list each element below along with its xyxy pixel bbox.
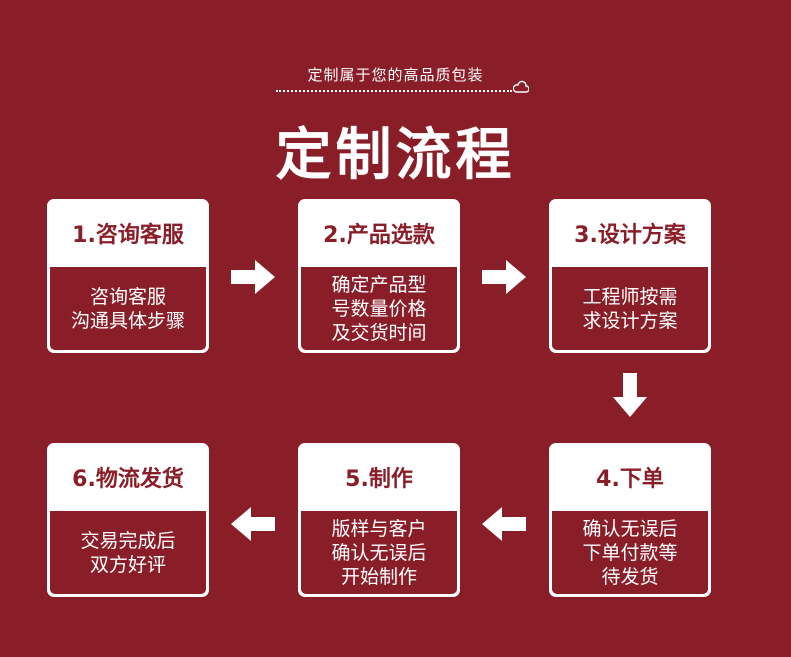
step-description: 工程师按需 求设计方案 [552,267,708,350]
step-line: 确定产品型 [331,273,427,296]
step-card-4: 4.下单 确认无误后 下单付款等 待发货 [549,443,711,597]
arrow-left-icon [231,507,275,541]
step-line: 沟通具体步骤 [70,309,185,332]
step-line: 号数量价格 [331,297,427,320]
step-description: 咨询客服 沟通具体步骤 [50,267,206,350]
arrow-right-icon [231,260,275,294]
step-line: 待发货 [601,565,659,588]
step-title: 3.设计方案 [574,223,686,248]
step-line: 确认无误后 [582,517,678,540]
step-line: 咨询客服 [89,285,166,308]
cloud-icon [513,80,529,93]
step-card-6: 6.物流发货 交易完成后 双方好评 [47,443,209,597]
step-title: 4.下单 [596,467,664,492]
step-card-1: 1.咨询客服 咨询客服 沟通具体步骤 [47,199,209,353]
arrow-left-icon [482,507,526,541]
step-title: 1.咨询客服 [72,223,184,248]
step-description: 版样与客户 确认无误后 开始制作 [301,511,457,594]
step-line: 及交货时间 [331,321,427,344]
step-card-2: 2.产品选款 确定产品型 号数量价格 及交货时间 [298,199,460,353]
step-card-3: 3.设计方案 工程师按需 求设计方案 [549,199,711,353]
step-description: 确认无误后 下单付款等 待发货 [552,511,708,594]
step-line: 工程师按需 [582,285,678,308]
step-description: 交易完成后 双方好评 [50,511,206,594]
step-description: 确定产品型 号数量价格 及交货时间 [301,267,457,350]
step-title: 2.产品选款 [323,223,435,248]
subtitle: 定制属于您的高品质包装 [307,66,484,84]
step-line: 双方好评 [89,553,166,576]
step-line: 确认无误后 [331,541,427,564]
step-line: 交易完成后 [80,529,176,552]
step-card-5: 5.制作 版样与客户 确认无误后 开始制作 [298,443,460,597]
step-title: 5.制作 [345,467,413,492]
dotted-divider [276,90,512,92]
step-line: 下单付款等 [582,541,678,564]
step-line: 求设计方案 [582,309,678,332]
page-title: 定制流程 [275,123,516,188]
arrow-down-icon [613,373,647,417]
step-line: 开始制作 [340,565,417,588]
step-line: 版样与客户 [331,517,427,540]
step-title: 6.物流发货 [72,467,184,492]
arrow-right-icon [482,260,526,294]
